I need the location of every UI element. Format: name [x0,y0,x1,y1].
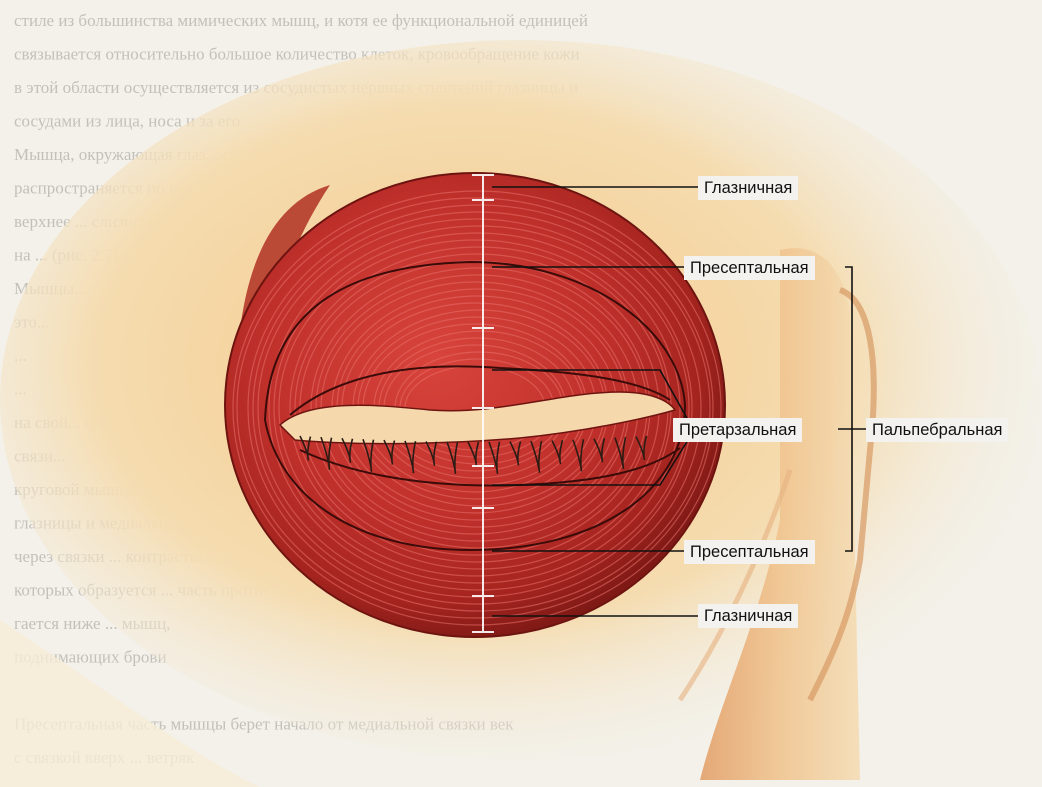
label-preseptal-bottom: Пресептальная [684,540,815,564]
background-text-line: стиле из большинства мимических мышц, и … [14,11,588,30]
label-orbital-bottom: Глазничная [698,604,798,628]
label-preseptal-top: Пресептальная [684,256,815,280]
label-pretarsal: Претарзальная [673,418,802,442]
label-orbital-top: Глазничная [698,176,798,200]
label-palpebral: Пальпебральная [866,418,1008,442]
